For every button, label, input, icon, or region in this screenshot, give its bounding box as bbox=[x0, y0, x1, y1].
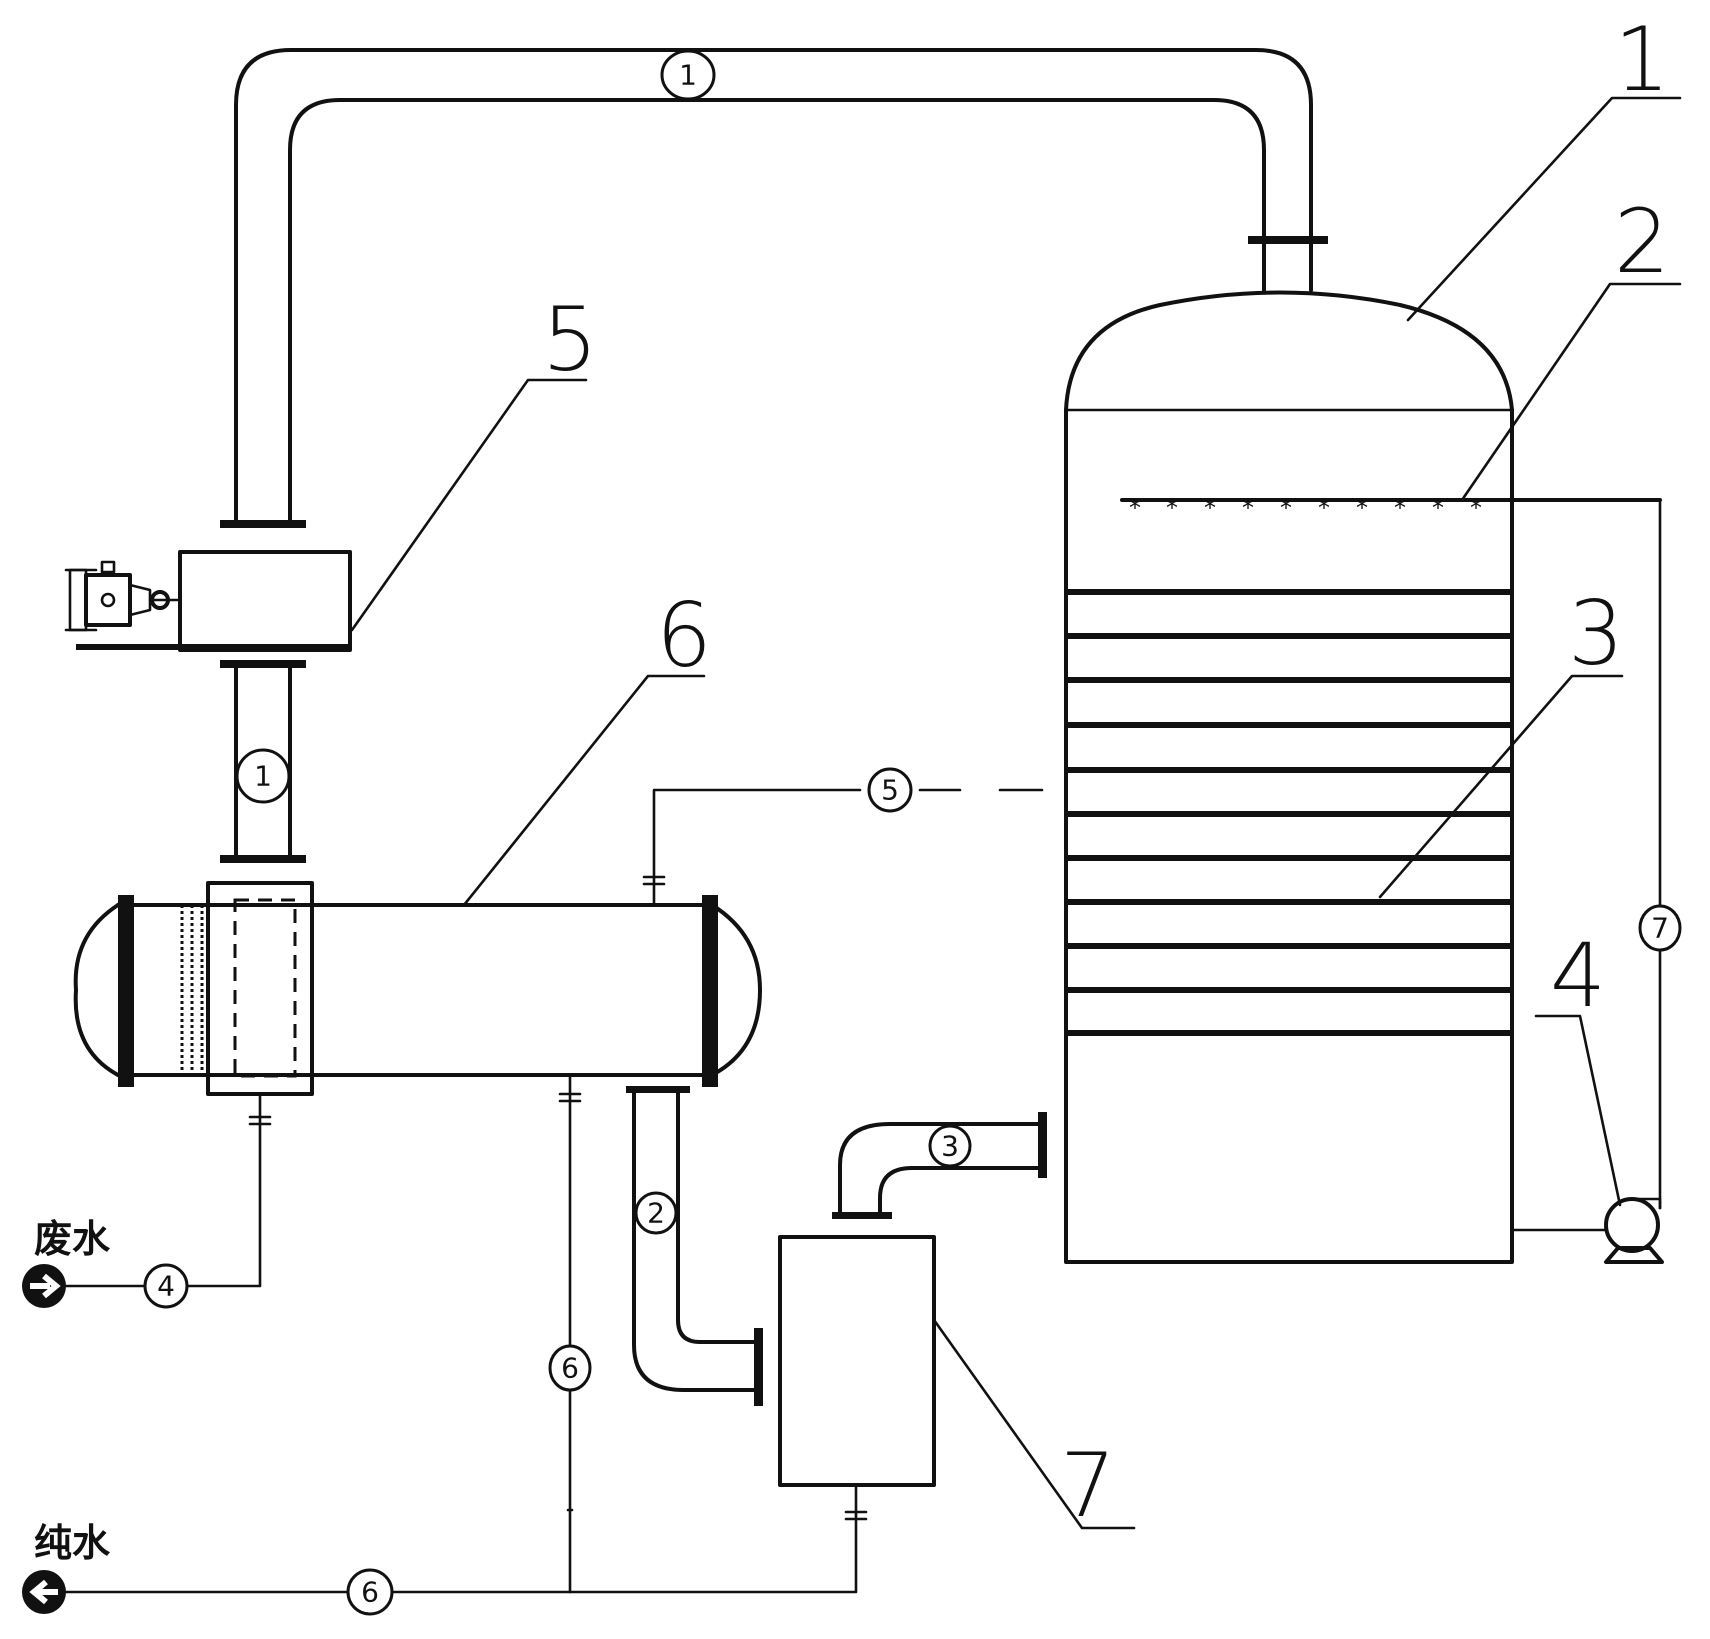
callout-2: 2 bbox=[1614, 190, 1670, 293]
recirculation-line bbox=[1510, 498, 1662, 1232]
stream-marker-1-vertical: 1 bbox=[235, 748, 291, 804]
marker-label: 2 bbox=[647, 1197, 665, 1230]
marker-label: 7 bbox=[1651, 912, 1669, 945]
callout-7: 7 bbox=[1060, 1434, 1116, 1537]
pipe-3 bbox=[832, 1112, 1047, 1219]
spray-nozzle: * bbox=[1470, 494, 1482, 522]
stream-marker-3: 3 bbox=[928, 1124, 972, 1168]
marker-label: 1 bbox=[254, 760, 272, 793]
stream-marker-6-vertical: 6 bbox=[548, 1344, 592, 1392]
spray-nozzle: * bbox=[1166, 494, 1178, 522]
callout-4: 4 bbox=[1550, 924, 1606, 1027]
circulation-pump bbox=[1604, 1197, 1664, 1264]
marker-label: 6 bbox=[561, 1352, 579, 1385]
pipe-2 bbox=[626, 1086, 763, 1406]
spray-nozzle: * bbox=[1318, 494, 1330, 522]
leader-lines bbox=[350, 96, 1682, 1530]
spray-header: * * * * * * * * * * bbox=[1120, 494, 1662, 522]
marker-label: 4 bbox=[157, 1270, 175, 1303]
line-6 bbox=[22, 1073, 868, 1614]
spray-nozzle: * bbox=[1356, 494, 1368, 522]
stream-marker-6-bottom: 6 bbox=[346, 1568, 394, 1616]
blower-unit bbox=[64, 550, 352, 652]
marker-label: 5 bbox=[881, 774, 899, 807]
outlet-label: 纯水 bbox=[34, 1521, 111, 1565]
spray-nozzle: * bbox=[1204, 494, 1216, 522]
inlet-label: 废水 bbox=[34, 1217, 111, 1261]
condenser-tank bbox=[778, 1235, 936, 1516]
stream-marker-2: 2 bbox=[634, 1191, 678, 1235]
marker-label: 3 bbox=[941, 1130, 959, 1163]
spray-nozzle: * bbox=[1129, 494, 1141, 522]
stream-marker-4: 4 bbox=[143, 1263, 189, 1309]
spray-nozzle: * bbox=[1394, 494, 1406, 522]
spray-nozzle: * bbox=[1280, 494, 1292, 522]
spray-nozzle: * bbox=[1242, 494, 1254, 522]
marker-label: 1 bbox=[679, 59, 697, 92]
callout-1: 1 bbox=[1614, 8, 1670, 111]
callout-5: 5 bbox=[542, 288, 598, 391]
absorption-tower bbox=[1064, 290, 1514, 1264]
spray-nozzle: * bbox=[1432, 494, 1444, 522]
line-4 bbox=[22, 1092, 272, 1308]
callout-6: 6 bbox=[656, 584, 712, 687]
stream-marker-5: 5 bbox=[867, 767, 913, 813]
stream-marker-7: 7 bbox=[1638, 904, 1682, 952]
stream-marker-1-top: 1 bbox=[660, 49, 716, 101]
line-5 bbox=[642, 788, 1044, 907]
marker-label: 6 bbox=[361, 1576, 379, 1609]
callout-3: 3 bbox=[1568, 582, 1624, 685]
heat-exchanger bbox=[73, 881, 762, 1096]
pipe-1 bbox=[220, 48, 1328, 863]
